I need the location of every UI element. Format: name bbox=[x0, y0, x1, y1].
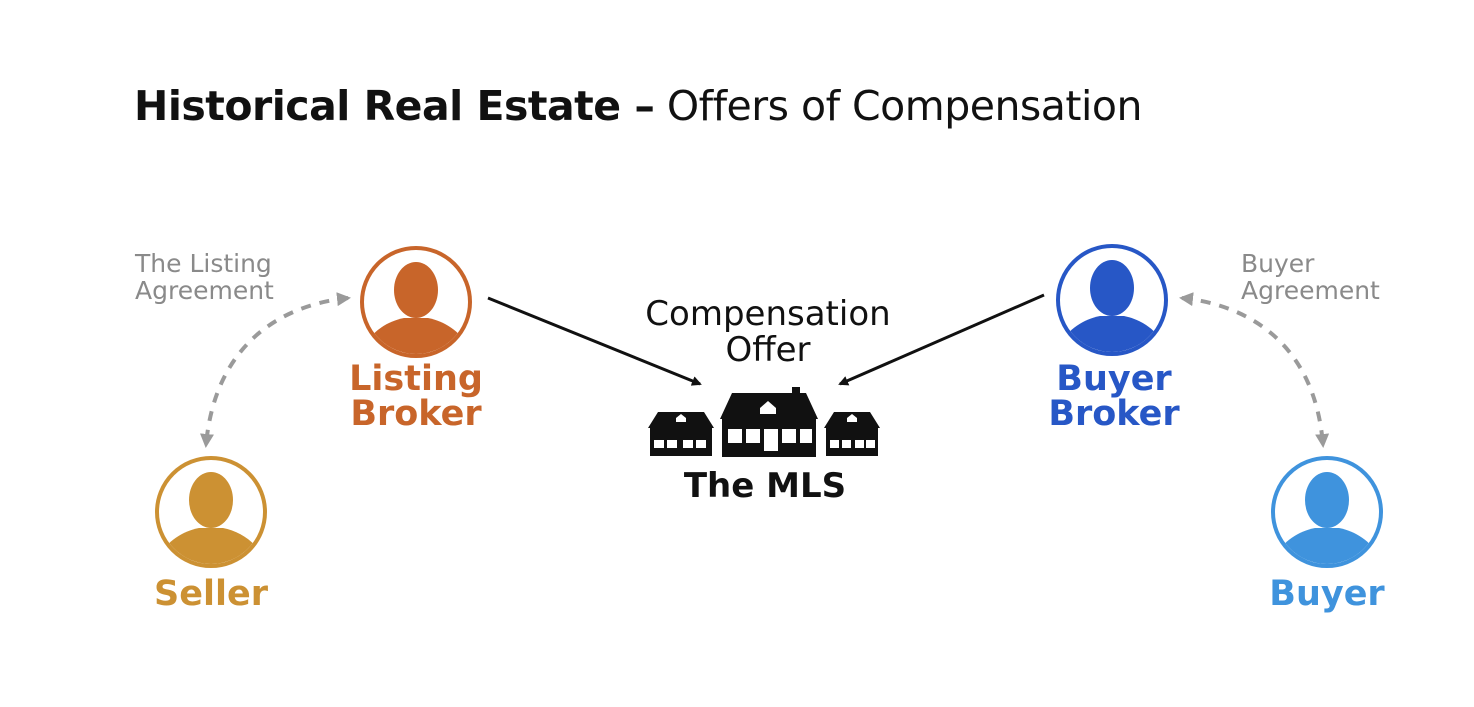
listing-to-mls-arrow bbox=[487, 296, 702, 386]
buyer-agreement-line-1: Buyer bbox=[1241, 249, 1315, 278]
title-normal: Offers of Compensation bbox=[654, 82, 1143, 130]
buyer-to-mls-arrow bbox=[838, 293, 1045, 386]
listing-broker-label: Listing Broker bbox=[336, 362, 496, 432]
seller-label: Seller bbox=[154, 574, 268, 614]
compensation-offer-line-2: Offer bbox=[725, 330, 811, 370]
buyer-agreement-note: Buyer Agreement bbox=[1241, 250, 1380, 304]
listing-agreement-line-2: Agreement bbox=[135, 276, 274, 305]
mls-label: The MLS bbox=[683, 466, 847, 506]
house-center-icon bbox=[720, 387, 818, 457]
listing-agreement-line-1: The Listing bbox=[135, 249, 272, 278]
listing-agreement-arrow bbox=[200, 292, 351, 448]
buyer-avatar bbox=[1271, 456, 1383, 568]
buyer-agreement-line-2: Agreement bbox=[1241, 276, 1380, 305]
listing-broker-line-2: Broker bbox=[350, 394, 482, 434]
page-title: Historical Real Estate – Offers of Compe… bbox=[134, 82, 1142, 130]
seller-avatar bbox=[155, 456, 267, 568]
buyer-broker-avatar bbox=[1056, 244, 1168, 356]
listing-broker-avatar bbox=[360, 246, 472, 358]
compensation-offer-line-1: Compensation bbox=[645, 294, 891, 334]
listing-broker-line-1: Listing bbox=[349, 359, 483, 399]
buyer-label: Buyer bbox=[1269, 574, 1385, 614]
listing-agreement-note: The Listing Agreement bbox=[135, 250, 274, 304]
compensation-offer-label: Compensation Offer bbox=[608, 296, 928, 368]
title-bold: Historical Real Estate – bbox=[134, 82, 655, 130]
buyer-broker-label: Buyer Broker bbox=[1030, 362, 1198, 432]
houses-icon bbox=[648, 387, 880, 457]
buyer-broker-line-1: Buyer bbox=[1056, 359, 1172, 399]
house-right-icon bbox=[824, 412, 880, 456]
house-left-icon bbox=[648, 412, 714, 456]
buyer-agreement-arrow bbox=[1179, 292, 1330, 448]
buyer-broker-line-2: Broker bbox=[1048, 394, 1180, 434]
